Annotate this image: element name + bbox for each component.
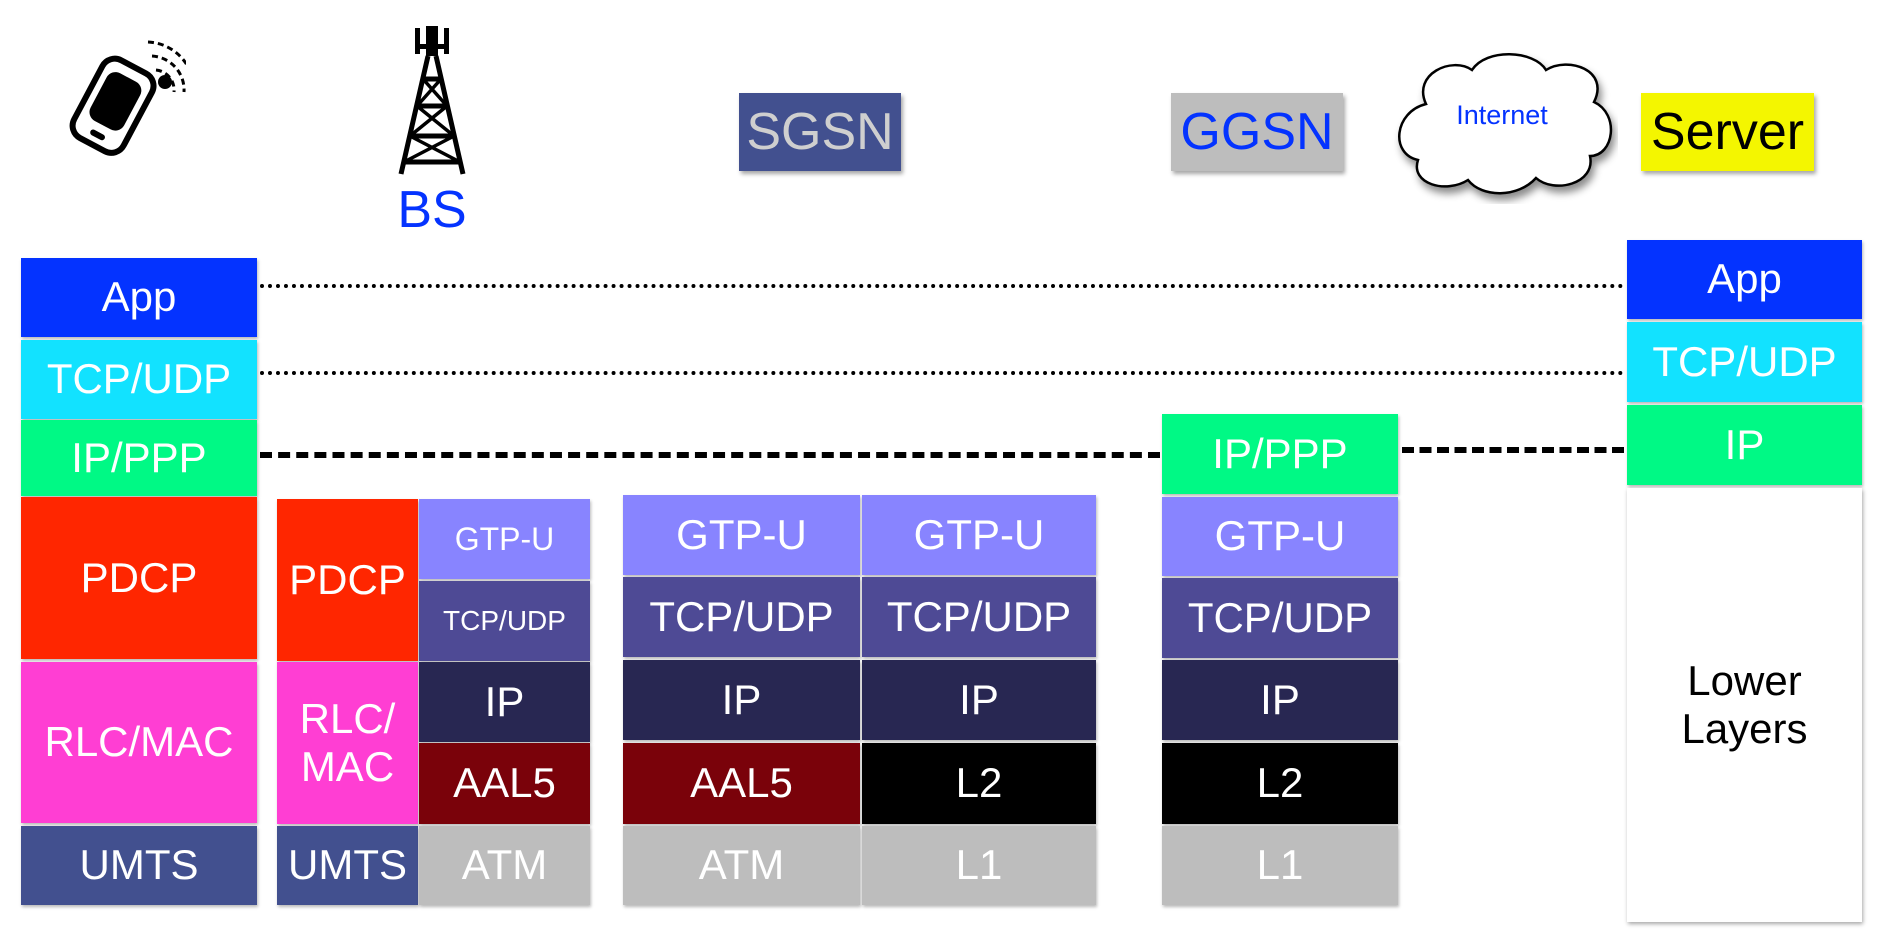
bs-rlc-mac-layer: RLC/ MAC: [277, 662, 418, 824]
ggsn-ip-layer: IP: [1162, 660, 1398, 740]
bs-atm-layer: ATM: [419, 826, 590, 905]
sgsn-right-gtp-u-layer: GTP-U: [862, 495, 1096, 575]
sgsn-left-aal5-layer: AAL5: [623, 743, 860, 824]
bs-tcp-udp-layer: TCP/UDP: [419, 581, 590, 661]
server-ip-layer: IP: [1627, 405, 1862, 485]
ggsn-l2-layer: L2: [1162, 743, 1398, 824]
ue-rlc-mac-layer: RLC/MAC: [21, 662, 257, 823]
server-lower-layers: Lower Layers: [1627, 488, 1862, 922]
sgsn-left-atm-layer: ATM: [623, 826, 860, 905]
sgsn-left-tcp-udp-layer: TCP/UDP: [623, 577, 860, 657]
ip-ppp-peer-line-left: [260, 452, 1160, 458]
cell-tower-icon: [398, 26, 466, 175]
sgsn-right-l1-layer: L1: [862, 826, 1096, 905]
bs-ip-layer: IP: [419, 662, 590, 742]
sgsn-header: SGSN: [739, 93, 901, 171]
bs-pdcp-layer: PDCP: [277, 499, 418, 661]
sgsn-left-gtp-u-layer: GTP-U: [623, 495, 860, 575]
ggsn-ip-ppp-layer: IP/PPP: [1162, 414, 1398, 494]
bs-label: BS: [397, 181, 467, 239]
sgsn-right-l2-layer: L2: [862, 743, 1096, 824]
ip-ppp-peer-line-right: [1402, 447, 1624, 453]
server-tcp-udp-layer: TCP/UDP: [1627, 322, 1862, 402]
server-app-layer: App: [1627, 240, 1862, 319]
sgsn-left-ip-layer: IP: [623, 660, 860, 740]
sgsn-right-tcp-udp-layer: TCP/UDP: [862, 577, 1096, 657]
ue-umts-layer: UMTS: [21, 826, 257, 905]
ggsn-header: GGSN: [1171, 93, 1343, 171]
ggsn-tcp-udp-layer: TCP/UDP: [1162, 578, 1398, 658]
ue-pdcp-layer: PDCP: [21, 497, 257, 659]
ue-ip-ppp-layer: IP/PPP: [21, 420, 257, 496]
ue-app-layer: App: [21, 258, 257, 337]
bs-umts-layer: UMTS: [277, 826, 418, 905]
bs-aal5-layer: AAL5: [419, 743, 590, 824]
tcp-udp-peer-line: [260, 371, 1624, 375]
sgsn-right-ip-layer: IP: [862, 660, 1096, 740]
cloud-icon: [1398, 53, 1612, 195]
ue-tcp-udp-layer: TCP/UDP: [21, 340, 257, 419]
mobile-phone-icon: [69, 40, 186, 156]
app-peer-line: [260, 284, 1624, 288]
internet-label: Internet: [1456, 100, 1548, 130]
ggsn-gtp-u-layer: GTP-U: [1162, 497, 1398, 576]
ggsn-l1-layer: L1: [1162, 826, 1398, 905]
bs-gtp-u-layer: GTP-U: [419, 499, 590, 579]
server-header: Server: [1641, 93, 1814, 171]
